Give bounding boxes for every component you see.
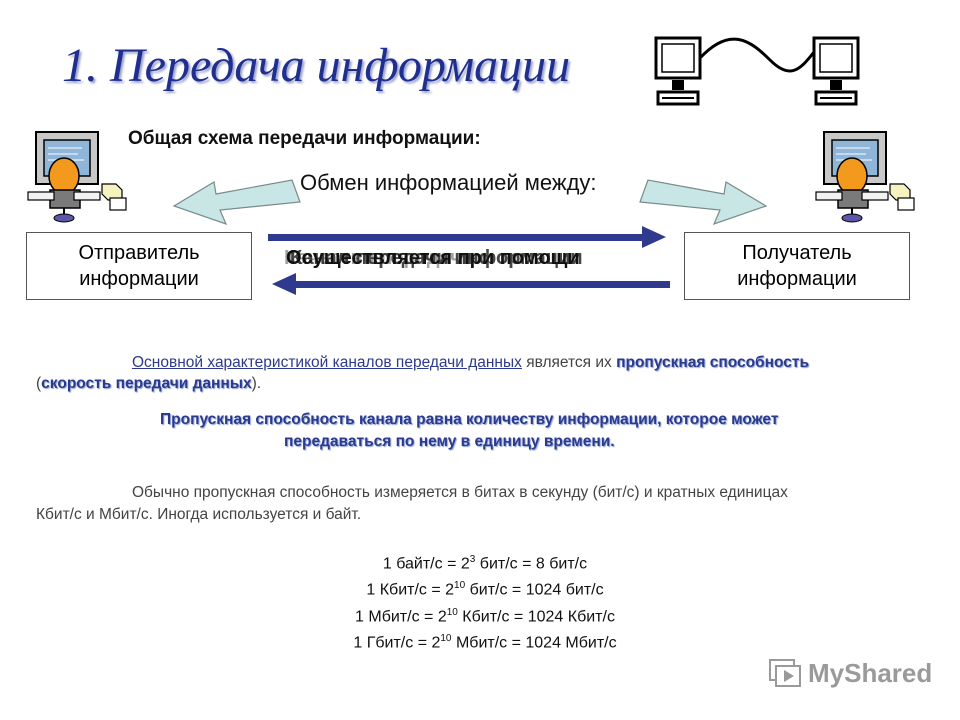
bandwidth-term: пропускная способность <box>616 354 809 371</box>
paragraph1-part3: ( <box>36 375 42 392</box>
arrow-left-shaft <box>292 281 670 288</box>
speed-term: скорость передачи данных <box>41 375 252 392</box>
person-at-computer-icon <box>815 131 915 223</box>
units-line1: Обычно пропускная способность измеряется… <box>132 484 788 501</box>
exchange-label: Обмен информацией между: <box>300 170 597 195</box>
formula-row: 1 Гбит/с = 210 Мбит/с = 1024 Мбит/с <box>353 632 617 652</box>
arrow-right-shaft <box>268 234 646 241</box>
formula-row: 1 Мбит/с = 210 Кбит/с = 1024 Кбит/с <box>355 606 615 625</box>
exchange-arrow-left <box>172 179 301 226</box>
paragraph1-part4: ). <box>251 375 262 392</box>
subtitle: Общая схема передачи информации: <box>128 128 481 149</box>
page-title: 1. Передача информации <box>62 39 571 92</box>
definition-line1: Пропускная способность канала равна коли… <box>160 411 779 428</box>
person-at-computer-icon <box>27 131 127 223</box>
arrow-right-head <box>642 226 666 248</box>
main-characteristic-text: Основной характеристикой каналов передач… <box>132 354 522 371</box>
formula-row: 1 Кбит/с = 210 бит/с = 1024 бит/с <box>366 580 604 599</box>
receiver-line1: Получатель <box>742 242 852 264</box>
networked-computers-icon <box>654 36 860 106</box>
exchange-arrow-right <box>639 179 768 226</box>
sender-line2: информации <box>79 268 199 290</box>
mysharedlogo-icon <box>769 659 801 687</box>
sender-line1: Отправитель <box>78 242 200 264</box>
logo-text: MyShared <box>808 657 933 688</box>
overlap-label-3: Качество передачи <box>284 247 475 269</box>
formulas: 1 байт/с = 23 бит/с = 8 бит/с 1 Кбит/с =… <box>300 549 670 654</box>
sender-box: Отправитель информации <box>26 232 252 300</box>
arrow-left-head <box>272 273 296 295</box>
exchange-arrows <box>172 179 768 226</box>
formula-row: 1 байт/с = 23 бит/с = 8 бит/с <box>382 554 588 573</box>
receiver-box: Получатель информации <box>684 232 910 300</box>
units-line2: Кбит/с и Мбит/с. Иногда используется и б… <box>36 506 362 523</box>
overlap-label-1: Осуществляется при помощи <box>286 247 580 269</box>
definition-line2: передаваться по нему в единицу времени. <box>284 433 615 450</box>
channel-arrows <box>268 226 670 295</box>
receiver-line2: информации <box>737 268 857 290</box>
myshared-logo[interactable]: MyShared <box>768 656 932 690</box>
paragraph-capacity: Основной характеристикой каналов передач… <box>36 352 836 394</box>
paragraph1-part2: является их <box>521 354 617 371</box>
overlap-label-2: Канал передачи информации <box>290 247 583 269</box>
